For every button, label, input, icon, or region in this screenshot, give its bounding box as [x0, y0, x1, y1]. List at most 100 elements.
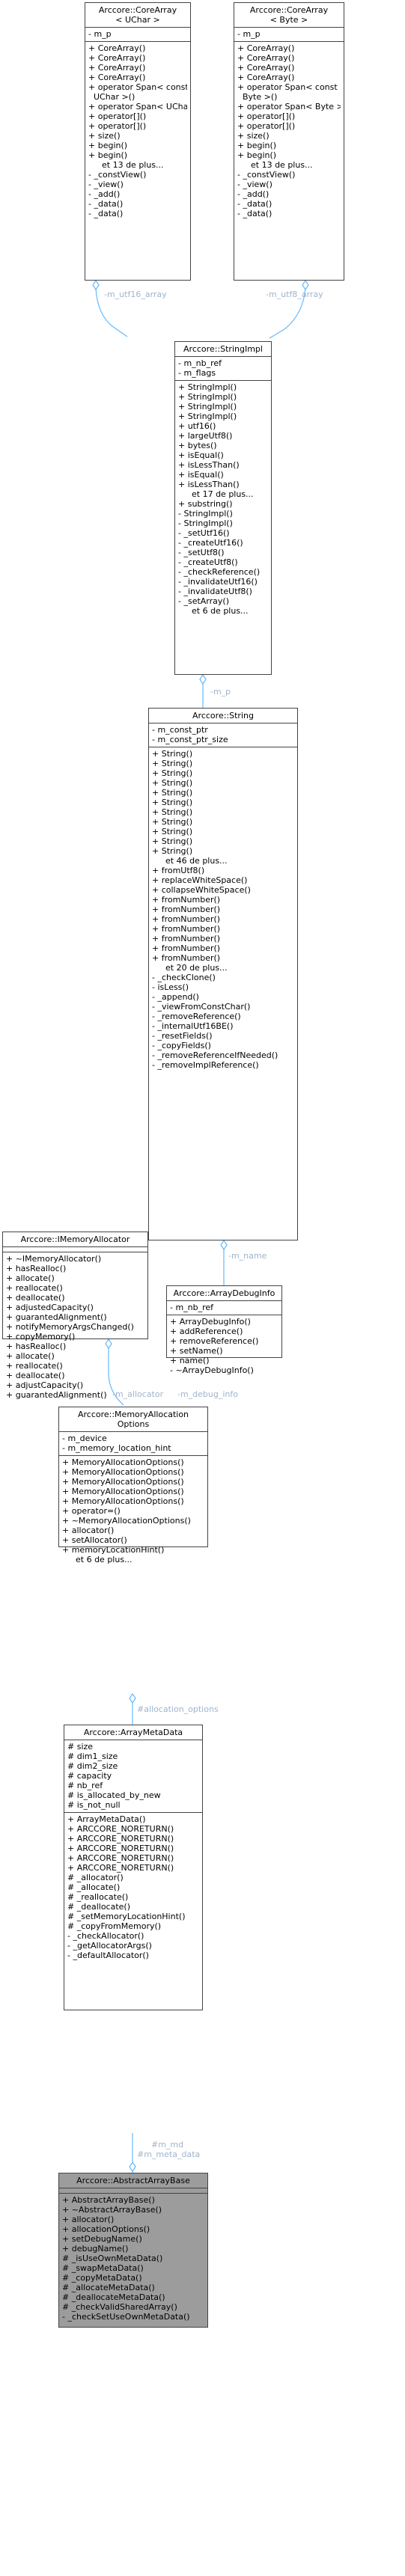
class-core-array-byte[interactable]: Arccore::CoreArray < Byte > - m_p + Core…	[234, 2, 344, 281]
class-imemory-allocator[interactable]: Arccore::IMemoryAllocator + ~IMemoryAllo…	[2, 1232, 148, 1400]
attribute-row: - m_flags	[178, 368, 216, 378]
operation-row: + StringImpl()	[178, 382, 237, 392]
operation-row: + operator[]()	[88, 121, 147, 131]
attribute-row: - m_const_ptr	[152, 725, 208, 735]
operation-row: + CoreArray()	[88, 63, 146, 73]
attribute-row: # size	[67, 1742, 94, 1752]
class-memory-allocation-options[interactable]: Arccore::MemoryAllocation Options - m_de…	[58, 1407, 208, 1564]
class-string[interactable]: Arccore::String - m_const_ptr - m_const_…	[148, 708, 298, 1240]
operation-row: + begin()	[237, 150, 277, 160]
attribute-row: - m_const_ptr_size	[152, 735, 228, 744]
operation-row: + AbstractArrayBase()	[62, 2195, 155, 2205]
attribute-row: - m_nb_ref	[170, 1303, 214, 1312]
operation-row: + collapseWhiteSpace()	[152, 885, 251, 895]
operation-row: # _allocator()	[67, 1873, 124, 1882]
operation-row: + adjustedCapacity()	[6, 1303, 94, 1312]
operation-row: + CoreArray()	[88, 53, 146, 63]
class-title: Arccore::String	[149, 709, 297, 723]
operation-row: - _invalidateUtf16()	[178, 577, 258, 587]
operation-row: + allocate()	[6, 1351, 55, 1361]
operation-row: + CoreArray()	[237, 53, 295, 63]
operations-section: + StringImpl() + StringImpl() + StringIm…	[175, 381, 271, 618]
operation-row: + ArrayDebugInfo()	[170, 1317, 251, 1327]
operation-row: - _data()	[237, 199, 272, 209]
attributes-section	[3, 1247, 147, 1252]
operation-row: # _copyFromMemory()	[67, 1921, 162, 1931]
operation-row: + MemoryAllocationOptions()	[62, 1496, 184, 1506]
operation-row: - _setUtf16()	[178, 528, 230, 538]
attribute-row: # dim1_size	[67, 1752, 118, 1761]
more-members-link[interactable]: et 13 de plus...	[102, 160, 164, 170]
operation-row: - _invalidateUtf8()	[178, 587, 252, 596]
operation-row: + hasRealloc()	[6, 1264, 67, 1273]
operations-section: + ArrayDebugInfo() + addReference() + re…	[167, 1315, 281, 1377]
operation-row: # _deallocate()	[67, 1902, 130, 1912]
operation-row: + allocator()	[62, 1526, 115, 1535]
operation-row: - _checkAllocator()	[67, 1931, 144, 1941]
operation-row: + MemoryAllocationOptions()	[62, 1487, 184, 1496]
operation-row: + String()	[152, 759, 193, 768]
class-array-meta-data[interactable]: Arccore::ArrayMetaData # size # dim1_siz…	[64, 1725, 203, 2010]
operation-row: + CoreArray()	[237, 63, 295, 73]
class-title: Arccore::StringImpl	[175, 342, 271, 357]
diamond-allocation-options	[129, 1692, 136, 1704]
operation-row: - _removeReferenceIfNeeded()	[152, 1050, 278, 1060]
more-members-link[interactable]: et 13 de plus...	[251, 160, 313, 170]
attribute-row: - m_p	[88, 29, 112, 39]
operation-row: + allocator()	[62, 2215, 115, 2224]
operation-row: + operator Span< const	[88, 82, 187, 92]
more-members-link[interactable]: et 20 de plus...	[165, 963, 228, 973]
operation-row: + operator[]()	[237, 111, 296, 121]
operation-row: + operator Span< UChar >()	[88, 102, 187, 111]
operation-row: + setAllocator()	[62, 1535, 127, 1545]
operation-row: # _checkValidSharedArray()	[62, 2302, 177, 2312]
operation-row: + isEqual()	[178, 450, 224, 460]
operation-row: # _swapMetaData()	[62, 2263, 144, 2273]
operation-row: + guarantedAlignment()	[6, 1312, 107, 1322]
operation-row: + operator[]()	[88, 111, 147, 121]
operation-row: - StringImpl()	[178, 518, 233, 528]
class-array-debug-info[interactable]: Arccore::ArrayDebugInfo - m_nb_ref + Arr…	[166, 1285, 282, 1375]
operation-row: + String()	[152, 836, 193, 846]
operation-row: + copyMemory()	[6, 1332, 76, 1341]
edge-label-m-meta-data: #m_meta_data	[137, 2150, 201, 2159]
operation-row: + deallocate()	[6, 1371, 65, 1380]
class-title: Arccore::MemoryAllocation Options	[59, 1407, 207, 1432]
attributes-section	[59, 2188, 207, 2194]
attribute-row: # is_allocated_by_new	[67, 1790, 161, 1800]
operation-row: - _view()	[237, 180, 272, 189]
edge-label-m-p: -m_p	[210, 687, 231, 697]
edge-label-m-md: #m_md	[151, 2140, 184, 2150]
operation-row: - _internalUtf16BE()	[152, 1021, 234, 1031]
operation-row: - _viewFromConstChar()	[152, 1002, 251, 1012]
operation-row: + size()	[88, 131, 121, 141]
operation-row: # _isUseOwnMetaData()	[62, 2254, 163, 2263]
class-core-array-uchar[interactable]: Arccore::CoreArray < UChar > - m_p + Cor…	[85, 2, 191, 281]
more-members-link[interactable]: et 6 de plus...	[192, 606, 249, 616]
diamond-utf16	[92, 279, 100, 291]
more-members-link[interactable]: et 17 de plus...	[192, 489, 254, 499]
operation-row: + fromNumber()	[152, 905, 221, 914]
operation-row: + MemoryAllocationOptions()	[62, 1457, 184, 1467]
operations-section: + ~IMemoryAllocator() + hasRealloc() + a…	[3, 1252, 147, 1402]
operation-row: + String()	[152, 778, 193, 788]
attribute-row: - m_p	[237, 29, 261, 39]
operation-row: - _removeImplReference()	[152, 1060, 259, 1070]
operation-row: # _allocateMetaData()	[62, 2283, 155, 2292]
attribute-row: # dim2_size	[67, 1761, 118, 1771]
operation-row: + memoryLocationHint()	[62, 1545, 165, 1555]
operation-row: + MemoryAllocationOptions()	[62, 1467, 184, 1477]
class-title: Arccore::CoreArray < UChar >	[85, 3, 190, 28]
class-abstract-array-base[interactable]: Arccore::AbstractArrayBase + AbstractArr…	[58, 2173, 208, 2328]
operation-row: + reallocate()	[6, 1361, 63, 1371]
operation-row: + ArrayMetaData()	[67, 1814, 146, 1824]
more-members-link[interactable]: et 6 de plus...	[76, 1555, 133, 1564]
class-title: Arccore::CoreArray < Byte >	[234, 3, 344, 28]
attribute-row: # is_not_null	[67, 1800, 121, 1810]
operation-row: - _copyFields()	[152, 1041, 211, 1050]
class-string-impl[interactable]: Arccore::StringImpl - m_nb_ref - m_flags…	[174, 341, 272, 675]
more-members-link[interactable]: et 46 de plus...	[165, 856, 228, 866]
class-title: Arccore::ArrayMetaData	[64, 1725, 202, 1740]
diamond-m-md	[129, 2161, 136, 2173]
operation-row: + String()	[152, 827, 193, 836]
